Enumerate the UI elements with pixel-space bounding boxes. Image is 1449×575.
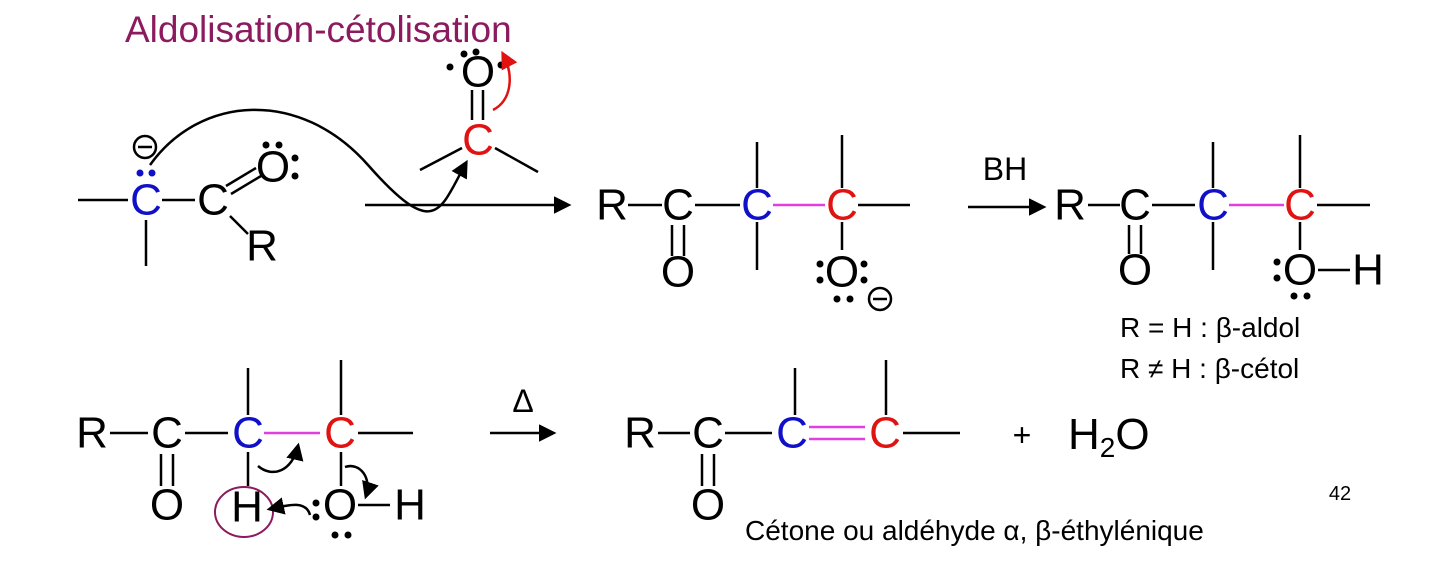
r-group-label: R [246, 222, 278, 271]
plus-sign: + [1013, 417, 1032, 453]
oxygen-label: O [825, 248, 859, 297]
oxygen-label: O [691, 481, 725, 530]
hydrogen-label: H [394, 481, 426, 530]
alpha-carbon-label: C [776, 409, 808, 458]
carbonyl-carbon-label: C [462, 116, 494, 165]
negative-charge-icon [867, 286, 893, 312]
carbonyl-carbon-label: C [692, 409, 724, 458]
oxygen-label: O [323, 481, 357, 530]
carbonyl-carbon-label: C [1119, 181, 1151, 230]
carbonyl-carbon-label: C [197, 176, 229, 225]
elimination-arrow [257, 442, 304, 474]
oxygen-label: O [256, 143, 290, 192]
water-subscript: 2 [1100, 432, 1116, 463]
heat-symbol: Δ [512, 383, 533, 419]
water-o: O [1115, 410, 1149, 459]
alpha-carbon-label: C [232, 409, 264, 458]
negative-charge-icon [132, 134, 158, 160]
enone-product: R C O C C [624, 360, 960, 530]
nucleophilic-attack-arrow [148, 108, 468, 213]
r-group-label: R [596, 181, 628, 230]
oxygen-label: O [1283, 246, 1317, 295]
r-group-label: R [624, 409, 656, 458]
electron-shift-arrow [492, 50, 518, 112]
oxygen-label: O [1118, 246, 1152, 295]
carbonyl-molecule: O C [419, 48, 539, 174]
cetol-note: R ≠ H : β-cétol [1120, 353, 1299, 384]
beta-carbon-label: C [324, 409, 356, 458]
deprotonation-arrow [266, 497, 312, 516]
product-caption: Cétone ou aldéhyde α, β-éthylénique [745, 515, 1204, 546]
carbonyl-carbon-label: C [151, 409, 183, 458]
r-group-label: R [76, 409, 108, 458]
aldol-product: R C O C C O H [1054, 135, 1384, 300]
alpha-carbon-label: C [130, 176, 162, 225]
slide-title: Aldolisation-cétolisation [125, 9, 512, 50]
alpha-carbon-label: C [1197, 181, 1229, 230]
reagent-bh-label: BH [983, 151, 1027, 187]
aldol-note: R = H : β-aldol [1120, 312, 1300, 343]
alpha-carbon-label: C [741, 181, 773, 230]
carbonyl-carbon-label: C [662, 181, 694, 230]
beta-carbon-label: C [869, 409, 901, 458]
page-number: 42 [1329, 483, 1351, 505]
alkoxide-intermediate: R C O C C O [596, 135, 910, 312]
leaving-group-arrow [344, 464, 379, 500]
beta-carbon-label: C [1284, 181, 1316, 230]
oxygen-label: O [150, 481, 184, 530]
water-h: H [1068, 410, 1100, 459]
dehydration-substrate: R C O C H C O H [76, 360, 426, 539]
beta-carbon-label: C [826, 181, 858, 230]
r-group-label: R [1054, 181, 1086, 230]
oxygen-label: O [661, 248, 695, 297]
enolate-molecule: C C O R [78, 134, 299, 271]
water-formula: H2O [1068, 410, 1150, 463]
hydrogen-label: H [1352, 246, 1384, 295]
